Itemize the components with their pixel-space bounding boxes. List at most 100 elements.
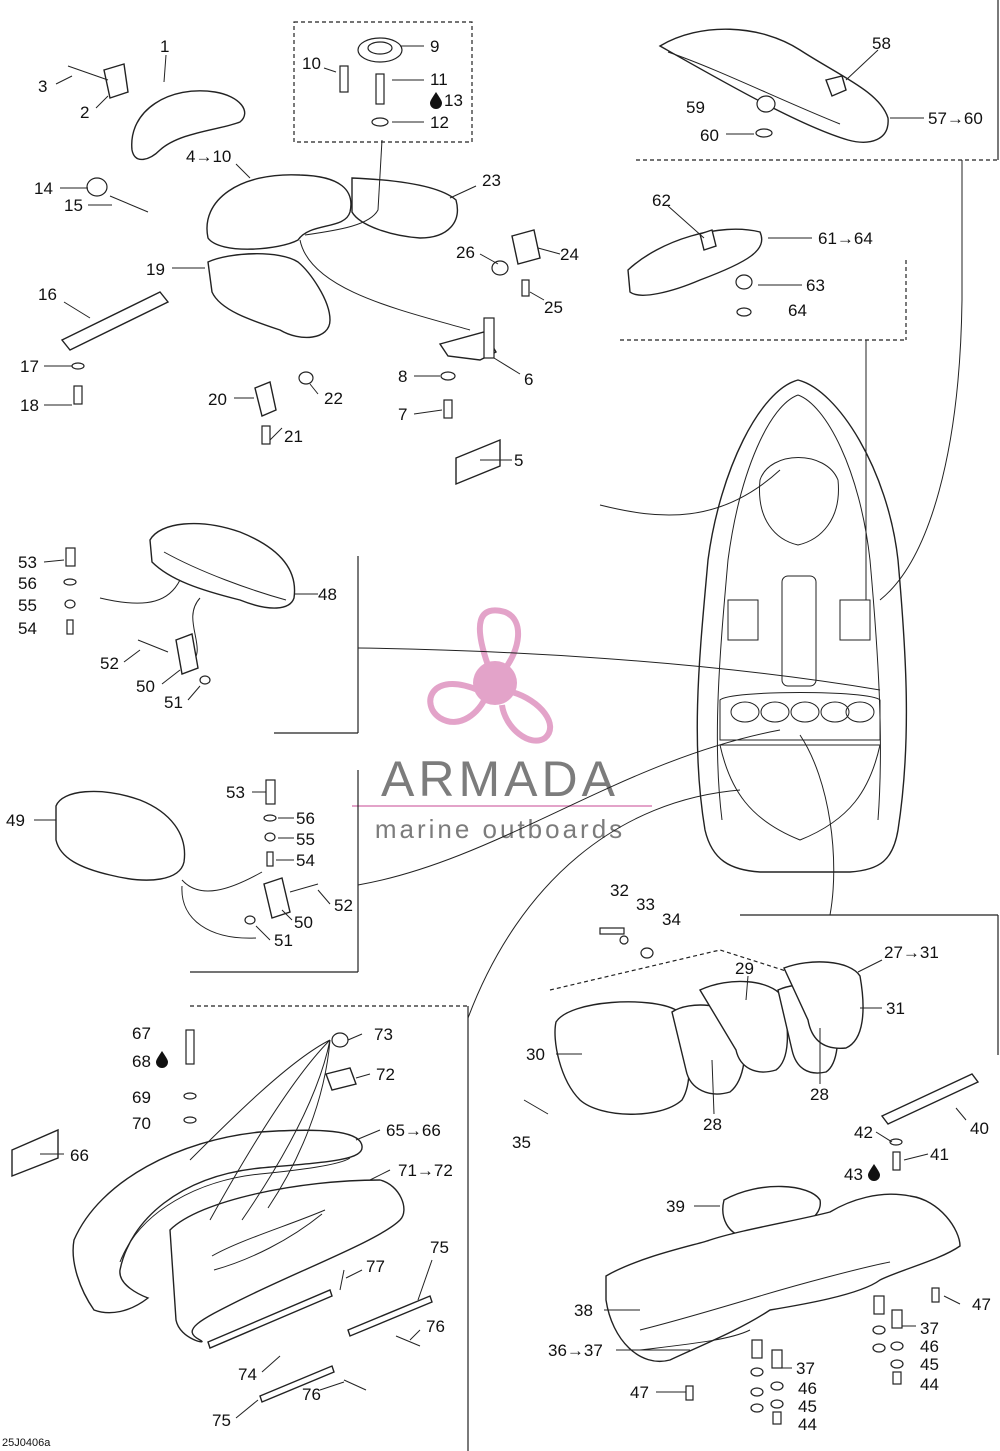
callout-41: 41 xyxy=(930,1145,949,1164)
callout-64: 64 xyxy=(788,301,807,320)
front-seat-part-4 xyxy=(206,174,352,250)
seat-base-hull xyxy=(696,379,908,873)
callout-58: 58 xyxy=(872,34,891,53)
washer-part-60 xyxy=(755,128,773,138)
armada-logo: ARMADA marine outboards xyxy=(352,607,652,844)
washer-part-64 xyxy=(736,307,752,317)
bolt-part-41 xyxy=(892,1151,901,1171)
callout-44a: 44 xyxy=(920,1375,939,1394)
emblem-part-58 xyxy=(825,75,847,97)
callout-77: 77 xyxy=(366,1257,385,1276)
screw-part-3 xyxy=(67,65,109,81)
callout-51b: 51 xyxy=(274,931,293,950)
callout-63: 63 xyxy=(806,276,825,295)
callout-30: 30 xyxy=(526,1045,545,1064)
callout-51a: 51 xyxy=(164,693,183,712)
bracket-part-2 xyxy=(103,63,129,99)
callout-34: 34 xyxy=(662,910,681,929)
screw-part-7 xyxy=(443,399,453,419)
callout-8: 8 xyxy=(398,367,407,386)
callout-38: 38 xyxy=(574,1301,593,1320)
washer-part-34 xyxy=(640,947,654,959)
seat-base-part-38 xyxy=(605,1193,961,1363)
lower-seat-part-19 xyxy=(207,253,331,339)
clip-part-73 xyxy=(331,1032,349,1048)
washer-part-8 xyxy=(440,371,456,381)
callout-2: 2 xyxy=(80,103,89,122)
callout-73: 73 xyxy=(374,1025,393,1044)
bracket-part-20 xyxy=(254,381,277,417)
callout-28b: 28 xyxy=(810,1085,829,1104)
callout-56b: 56 xyxy=(296,809,315,828)
screw-part-32 xyxy=(599,927,625,935)
callout-57-60: 57→60 xyxy=(928,109,983,128)
loctite-drop-icon xyxy=(868,1164,880,1181)
callout-43: 43 xyxy=(844,1165,863,1184)
rivet-part-35 xyxy=(523,1099,549,1115)
callout-5: 5 xyxy=(514,451,523,470)
callout-62: 62 xyxy=(652,191,671,210)
callout-45a: 45 xyxy=(920,1355,939,1374)
nut-plate-part-72 xyxy=(325,1067,357,1091)
propeller-icon xyxy=(427,607,554,744)
callout-50a: 50 xyxy=(136,677,155,696)
bolt-part-11 xyxy=(375,73,385,105)
clip-part-63 xyxy=(735,274,753,290)
emblem-part-62 xyxy=(699,229,717,251)
callout-4-10: 4→10 xyxy=(186,147,231,166)
callout-29: 29 xyxy=(735,959,754,978)
callout-61-64: 61→64 xyxy=(818,229,873,248)
callout-39: 39 xyxy=(666,1197,685,1216)
watermark-tagline: marine outboards xyxy=(375,814,625,844)
watermark-brand: ARMADA xyxy=(381,751,619,807)
callout-20: 20 xyxy=(208,390,227,409)
group-box-9-13 xyxy=(293,21,473,143)
signature-emblem xyxy=(213,1213,323,1271)
nut-part-22 xyxy=(298,371,314,385)
side-pad-part-23 xyxy=(351,177,458,239)
backrest-part-49 xyxy=(55,790,186,881)
callout-6: 6 xyxy=(524,370,533,389)
callout-53a: 53 xyxy=(18,553,37,572)
callout-26: 26 xyxy=(456,243,475,262)
callout-54a: 54 xyxy=(18,619,37,638)
callout-56a: 56 xyxy=(18,574,37,593)
spacer-part-53b xyxy=(265,779,276,805)
screw-part-47 xyxy=(685,1385,694,1401)
strip-part-75b xyxy=(259,1365,335,1403)
callout-45b: 45 xyxy=(798,1397,817,1416)
rivet-part-77 xyxy=(339,1269,345,1291)
loctite-drop-icon xyxy=(430,92,442,109)
screw-part-10 xyxy=(339,65,349,93)
callout-53b: 53 xyxy=(226,783,245,802)
cover-part-57 xyxy=(658,28,889,143)
callout-46a: 46 xyxy=(920,1337,939,1356)
callout-21: 21 xyxy=(284,427,303,446)
callout-74: 74 xyxy=(238,1365,257,1384)
callout-13: 13 xyxy=(444,91,463,110)
spacer-part-53a xyxy=(65,547,76,567)
callout-36-37: 36→37 xyxy=(548,1341,603,1360)
callout-24: 24 xyxy=(560,245,579,264)
callout-labels: 1 2 3 4→10 5 6 7 8 9 10 11 12 13 14 15 1… xyxy=(2,34,991,1449)
callout-66: 66 xyxy=(70,1146,89,1165)
strap-part-40 xyxy=(880,1073,980,1125)
callout-10: 10 xyxy=(302,54,321,73)
callout-18: 18 xyxy=(20,396,39,415)
callout-59: 59 xyxy=(686,98,705,117)
callout-22: 22 xyxy=(324,389,343,408)
plug-part-26 xyxy=(491,260,509,276)
callout-33: 33 xyxy=(636,895,655,914)
strap-part-16 xyxy=(60,291,170,351)
callout-37b: 37 xyxy=(796,1359,815,1378)
callout-67: 67 xyxy=(132,1024,151,1043)
callout-52a: 52 xyxy=(100,654,119,673)
callout-3: 3 xyxy=(38,77,47,96)
fastener-stack-left xyxy=(750,1339,784,1425)
callout-leaders xyxy=(34,45,967,1419)
fastener-stack-right xyxy=(872,1287,940,1385)
screw-part-15 xyxy=(109,195,149,213)
callout-70: 70 xyxy=(132,1114,151,1133)
